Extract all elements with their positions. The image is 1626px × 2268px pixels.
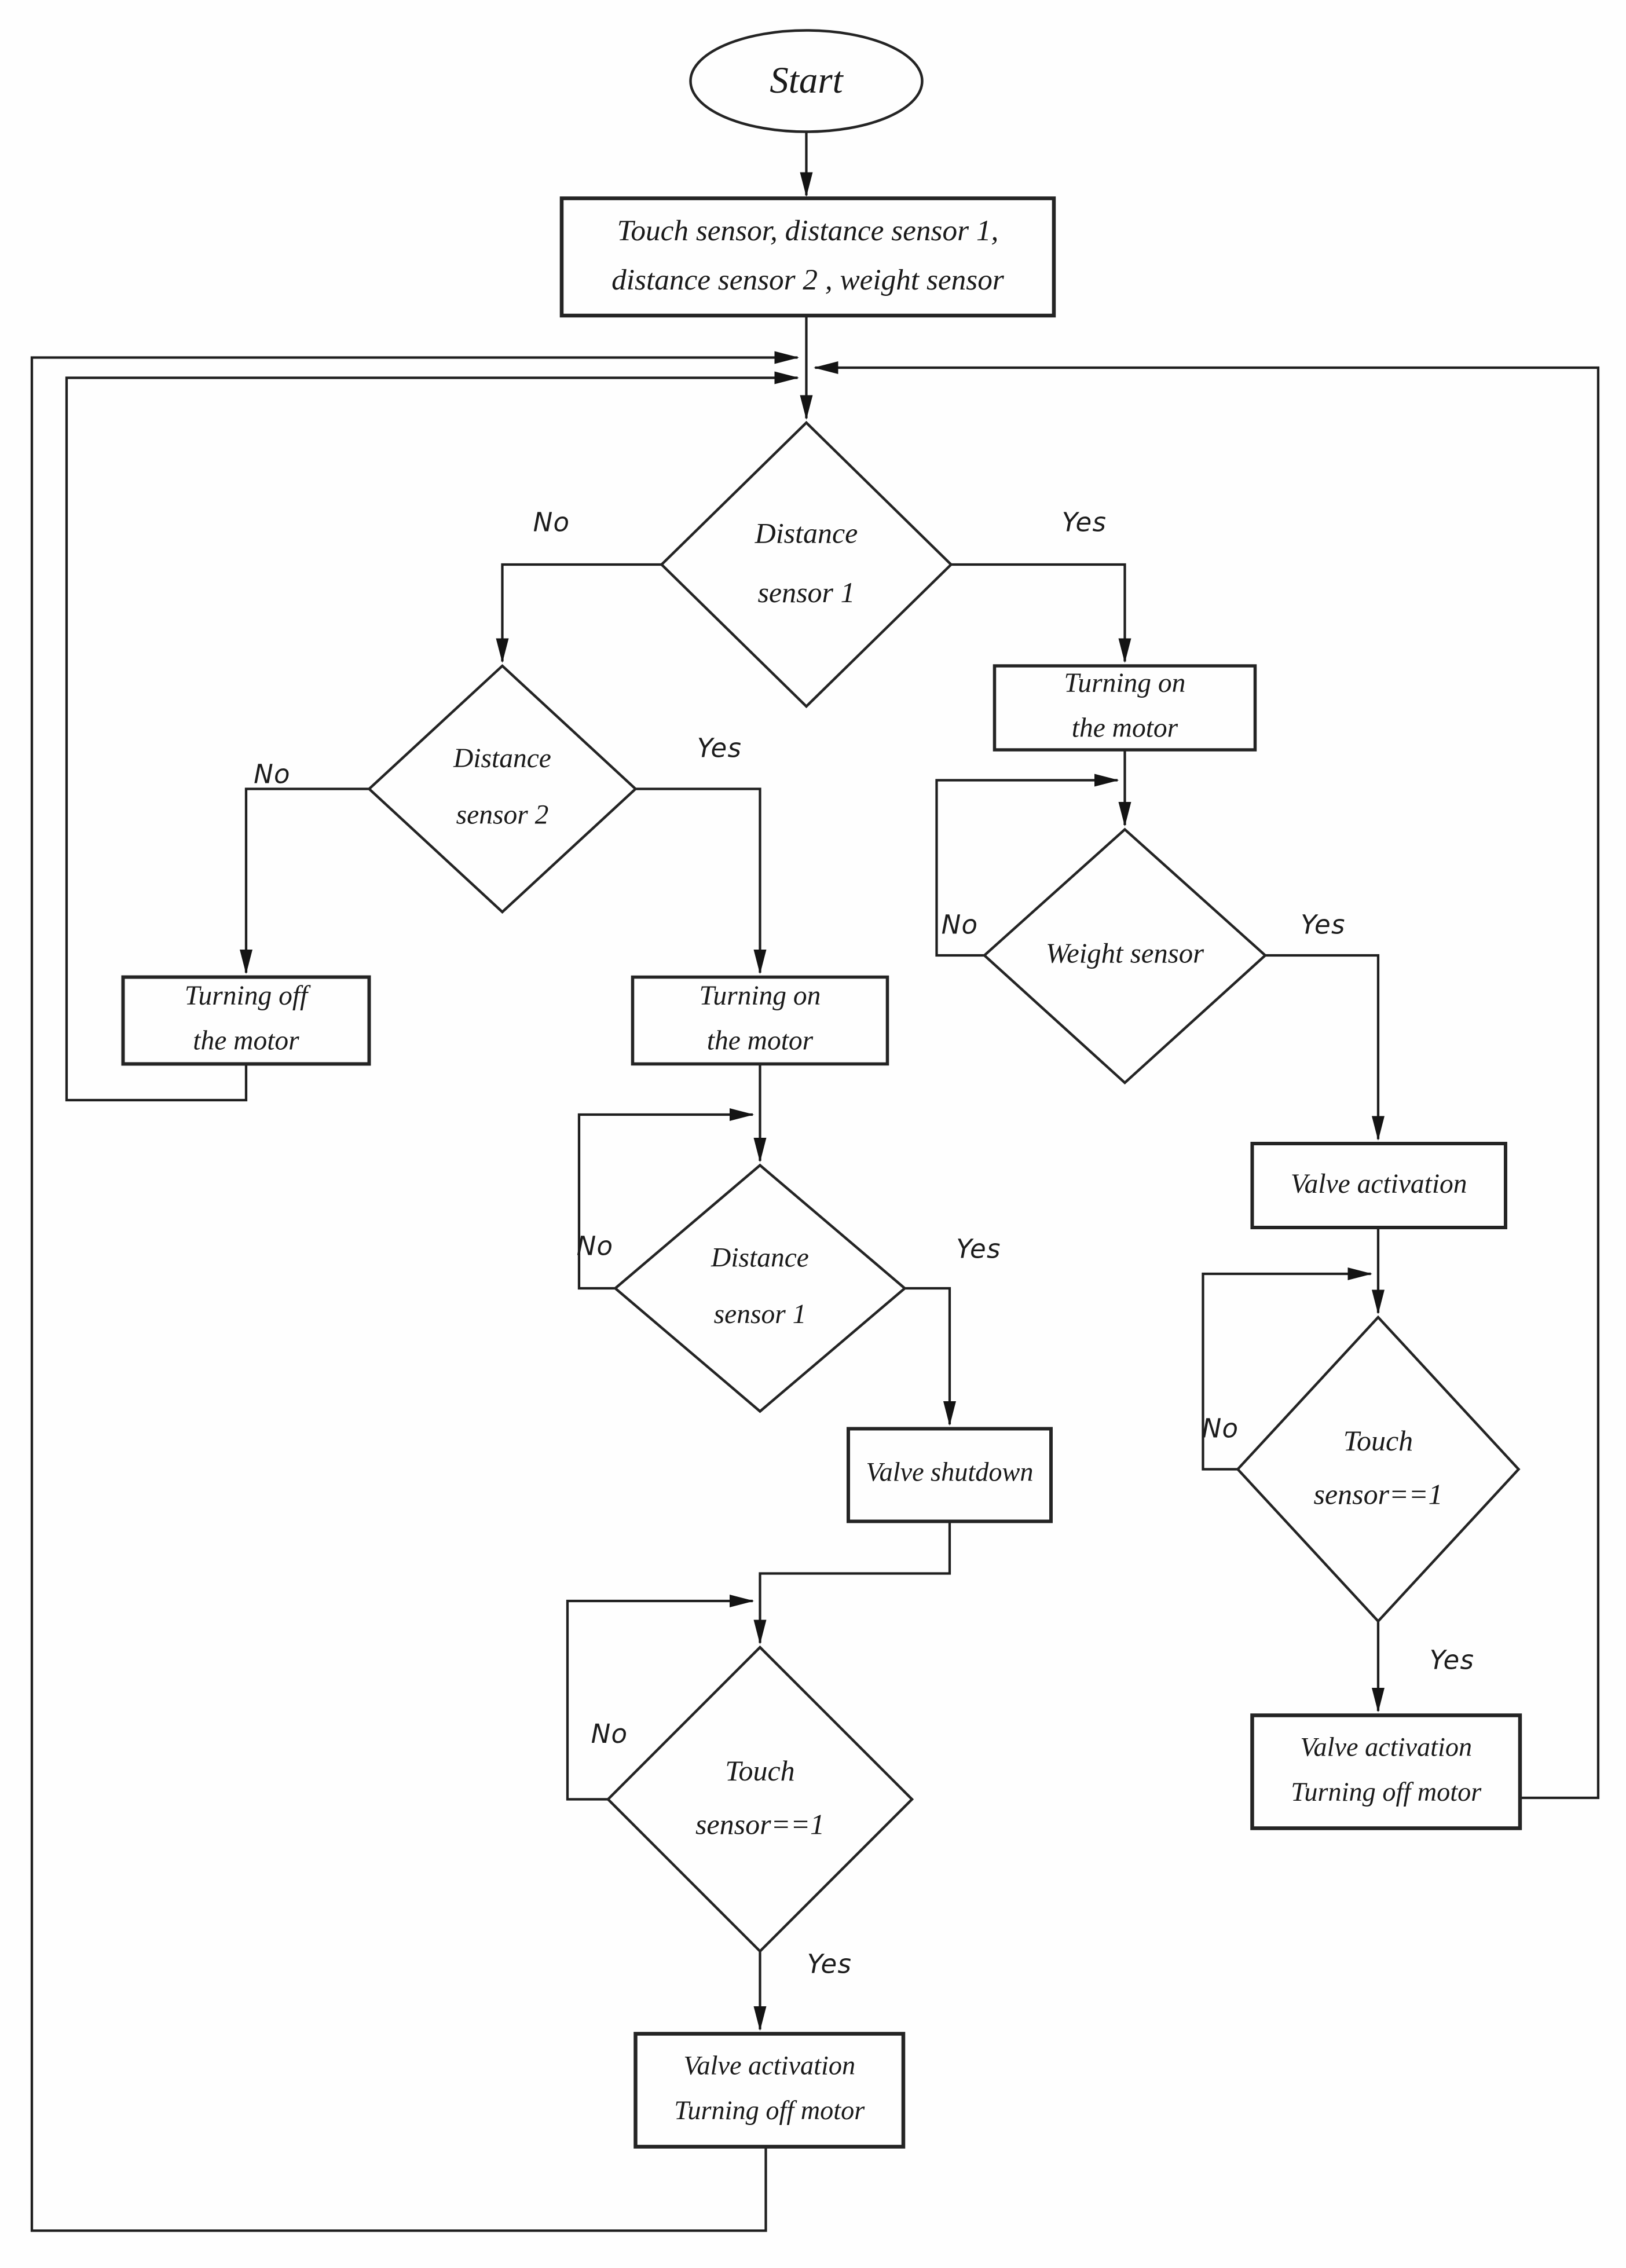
process-valve-shutdown-shape xyxy=(846,1427,1053,1523)
branch-no-touch-right: No xyxy=(1202,1413,1239,1444)
edge-distance1mid-yes xyxy=(904,1287,956,1426)
process-turn-on-motor-mid-shape xyxy=(631,975,889,1066)
process-turn-on-motor-mid-label: Turning on the motor xyxy=(699,981,821,1057)
decision-touch-right-shape xyxy=(1236,1315,1521,1624)
edge-loop-inner-left xyxy=(65,371,799,1102)
process-valve-shutdown-label: Valve shutdown xyxy=(866,1459,1034,1489)
process-init-shape xyxy=(559,196,1056,318)
edge-loop-right xyxy=(813,361,1600,1800)
process-turn-on-motor-right-shape xyxy=(993,664,1257,752)
edge-distance1-no xyxy=(496,563,662,664)
process-init-label: Touch sensor, distance sensor 1, distanc… xyxy=(611,215,1004,296)
decision-distance2-label: Distance sensor 2 xyxy=(453,744,551,831)
branch-no-distance1-mid: No xyxy=(576,1231,614,1262)
process-valve-act-motor-off-right-shape xyxy=(1250,1713,1522,1830)
start-label: Start xyxy=(770,59,843,102)
process-valve-activation-label: Valve activation xyxy=(1290,1169,1467,1200)
edge-touchright-no-loop xyxy=(1202,1267,1372,1471)
decision-distance1-top-shape xyxy=(660,420,953,709)
edge-valveshutdown-to-touchmid xyxy=(753,1521,951,1644)
decision-distance1-mid-shape xyxy=(613,1163,907,1413)
edge-weight-no-loop xyxy=(935,774,1119,957)
edge-distance2-no xyxy=(239,787,369,974)
branch-yes-distance2: Yes xyxy=(697,733,742,764)
decision-distance1-mid-label: Distance sensor 1 xyxy=(711,1243,809,1331)
decision-distance1-top-label: Distance sensor 1 xyxy=(755,518,858,610)
edge-distance2-yes xyxy=(635,787,767,974)
decision-weight-shape xyxy=(982,827,1268,1085)
process-valve-act-motor-off-mid-label: Valve activation Turning off motor xyxy=(674,2051,865,2127)
process-valve-activation-shape xyxy=(1250,1141,1507,1229)
decision-distance2-shape xyxy=(367,664,638,914)
process-valve-act-motor-off-mid-shape xyxy=(633,2032,906,2149)
decision-weight-label: Weight sensor xyxy=(1045,939,1204,970)
branch-no-distance2: No xyxy=(254,759,291,790)
branch-no-touch-mid: No xyxy=(591,1719,628,1750)
edge-loop-outer-left xyxy=(30,351,799,2232)
process-turn-off-motor-label: Turning off the motor xyxy=(184,981,308,1057)
branch-yes-weight: Yes xyxy=(1301,910,1346,940)
edge-touchmid-no-loop xyxy=(566,1594,755,1801)
branch-yes-touch-mid: Yes xyxy=(807,1949,852,1980)
edge-distance1-yes xyxy=(951,563,1131,664)
edge-distance1mid-no-loop xyxy=(577,1108,755,1290)
start-terminator-shape xyxy=(689,29,924,133)
decision-touch-mid-label: Touch sensor==1 xyxy=(695,1756,825,1842)
branch-no-distance1-top: No xyxy=(533,507,570,538)
edge-weight-yes xyxy=(1265,954,1385,1141)
branch-yes-touch-right: Yes xyxy=(1429,1645,1475,1676)
decision-touch-mid-shape xyxy=(606,1645,914,1954)
branch-yes-distance1-top: Yes xyxy=(1061,507,1107,538)
process-valve-act-motor-off-right-label: Valve activation Turning off motor xyxy=(1291,1733,1482,1808)
branch-yes-distance1-mid: Yes xyxy=(956,1234,1001,1265)
process-turn-off-motor-shape xyxy=(121,975,371,1066)
decision-touch-right-label: Touch sensor==1 xyxy=(1313,1426,1443,1512)
process-turn-on-motor-right-label: Turning on the motor xyxy=(1064,669,1186,744)
branch-no-weight: No xyxy=(941,910,979,940)
